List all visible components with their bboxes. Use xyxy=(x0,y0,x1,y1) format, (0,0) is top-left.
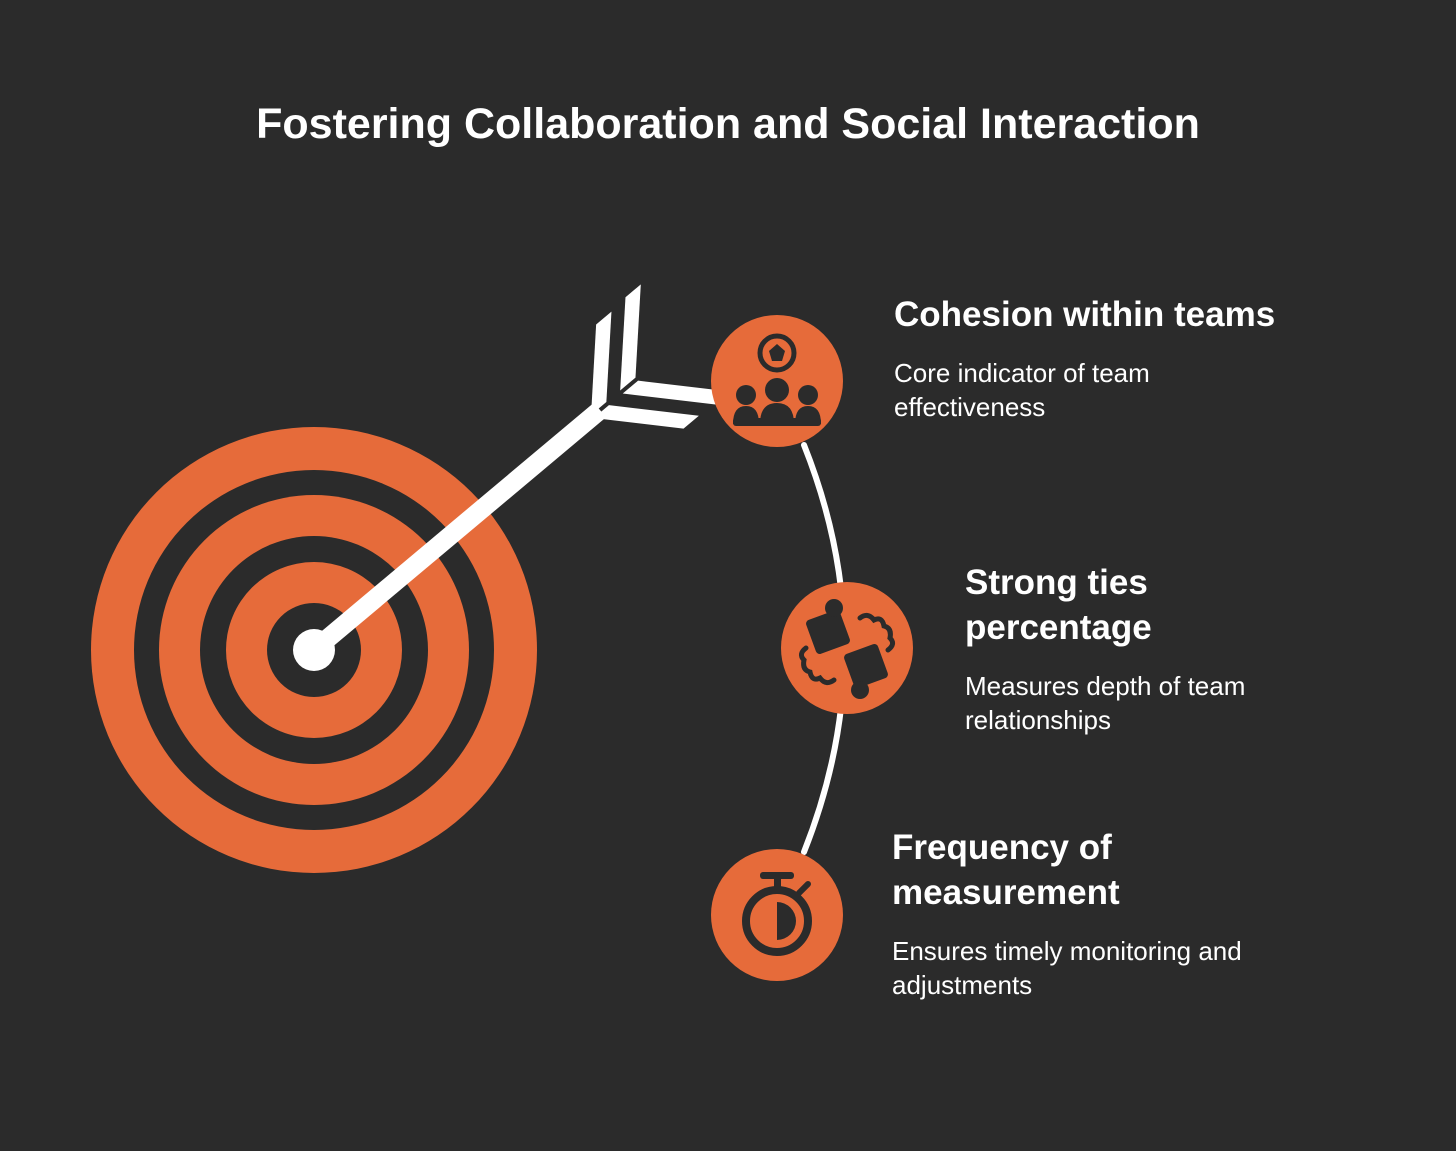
item-cohesion: Cohesion within teams Core indicator of … xyxy=(894,292,1294,424)
node-cohesion xyxy=(711,315,843,447)
item-heading: Cohesion within teams xyxy=(894,295,1276,334)
stopwatch-icon xyxy=(742,872,812,956)
node-frequency xyxy=(711,849,843,981)
arrow-icon xyxy=(293,284,731,671)
item-description: Ensures timely monitoring and adjustment… xyxy=(892,936,1242,1000)
item-strong-ties: Strong ties percentage Measures depth of… xyxy=(965,560,1365,737)
item-heading: Frequency of measurement xyxy=(892,828,1120,912)
item-heading: Strong ties percentage xyxy=(965,563,1152,647)
puzzle-pieces-icon xyxy=(798,599,896,699)
node-strong-ties xyxy=(781,582,913,714)
item-description: Measures depth of team relationships xyxy=(965,671,1246,735)
item-frequency: Frequency of measurement Ensures timely … xyxy=(892,825,1292,1002)
item-description: Core indicator of team effectiveness xyxy=(894,358,1150,422)
diagram-title: Fostering Collaboration and Social Inter… xyxy=(256,100,1200,148)
team-leader-icon xyxy=(733,333,821,426)
